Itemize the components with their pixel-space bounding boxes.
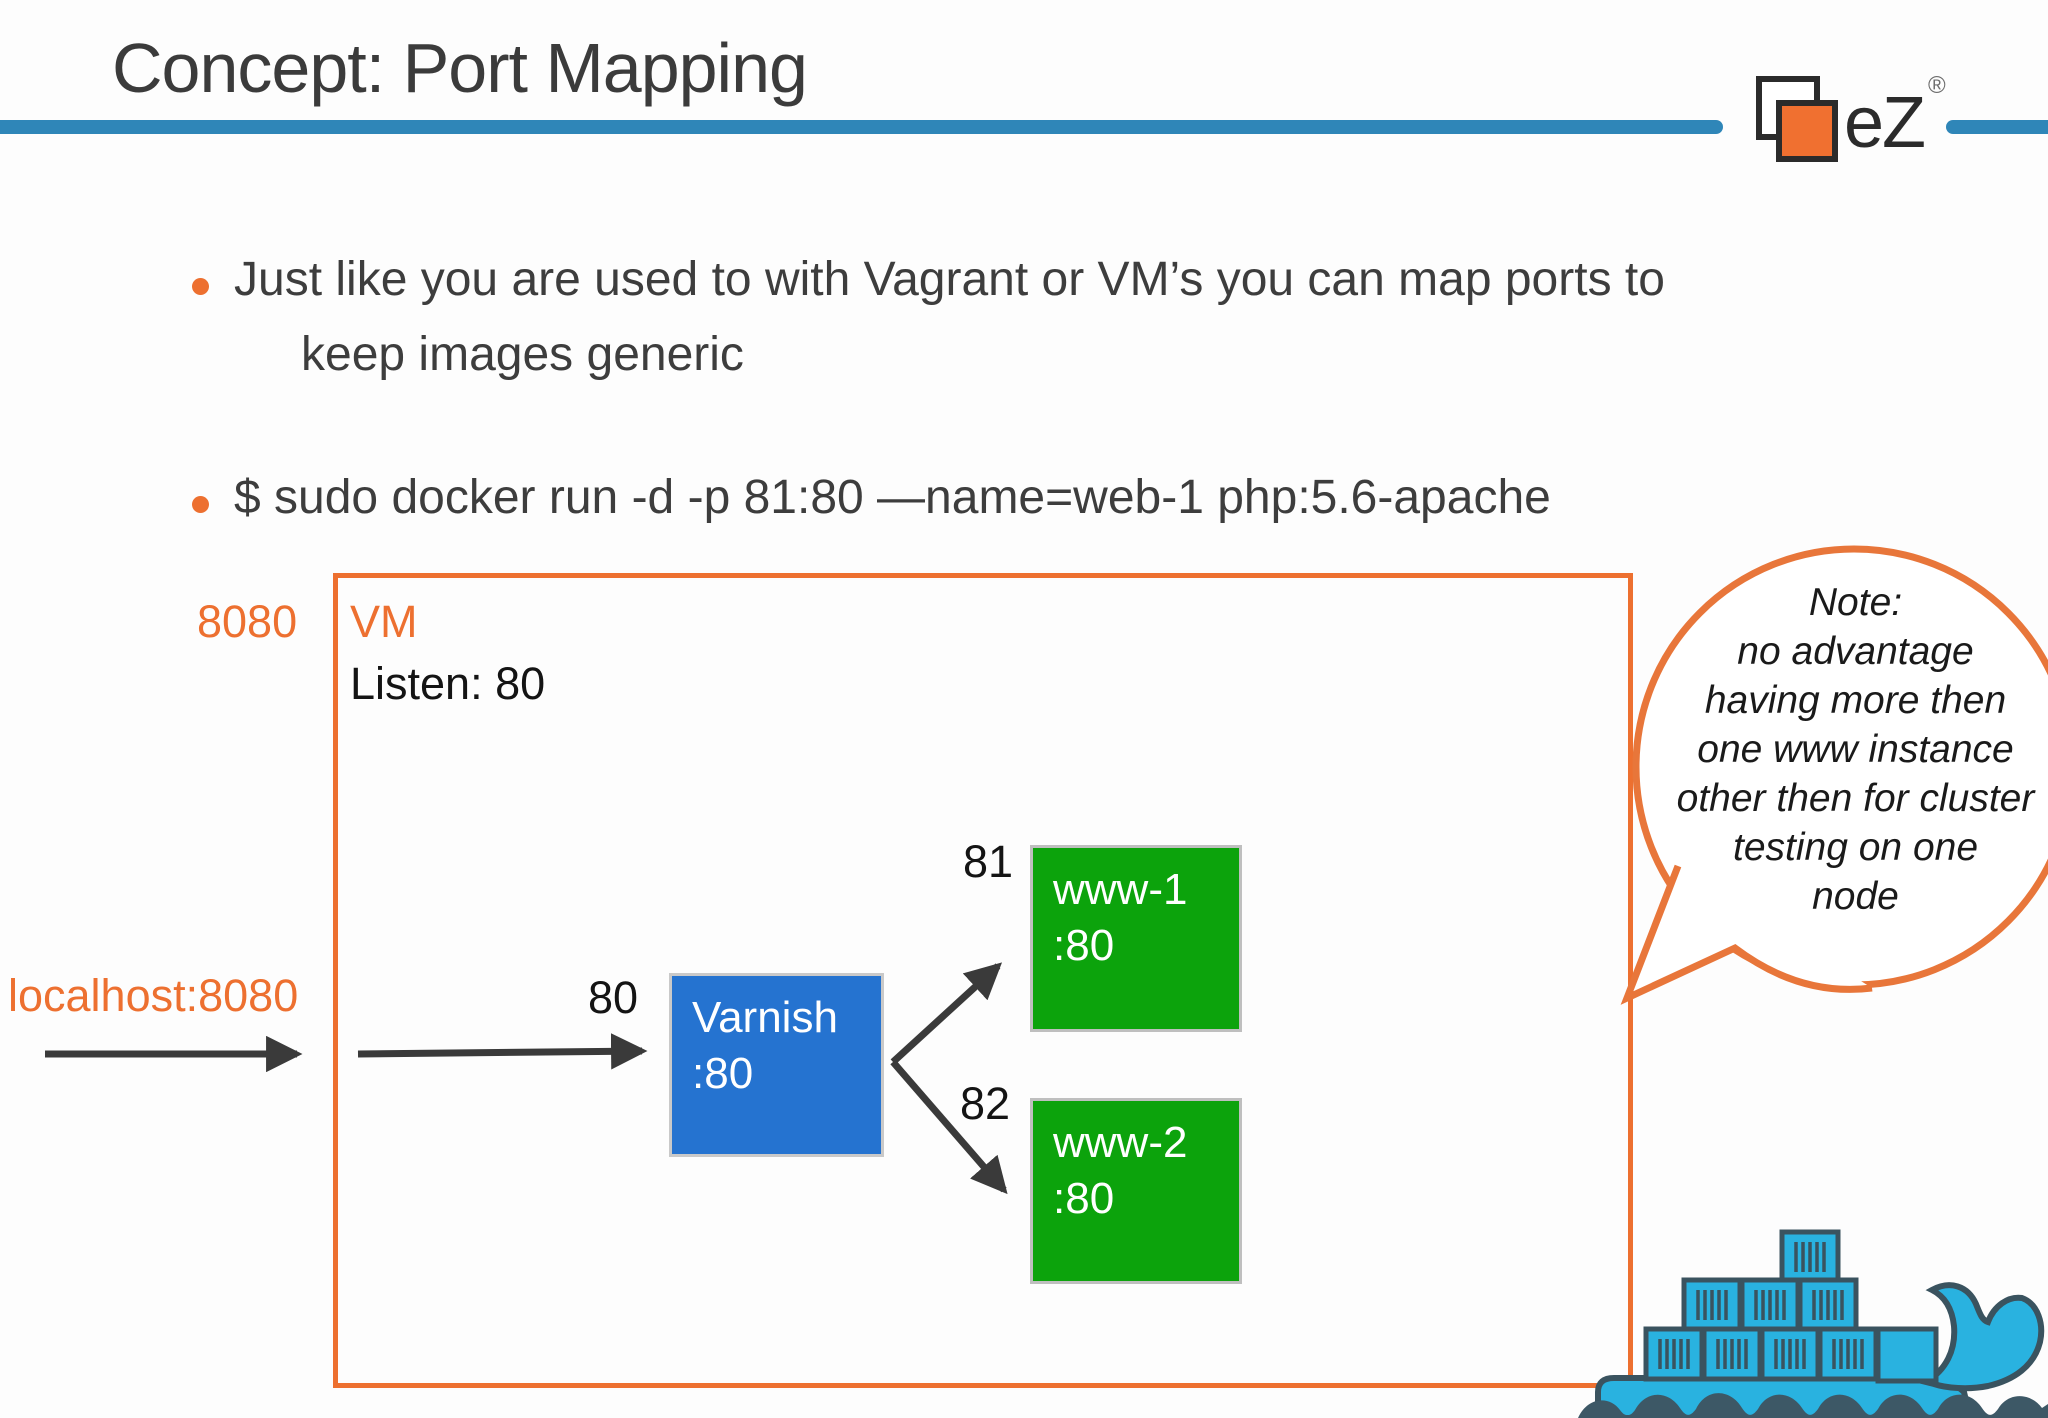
header-rule-right: [1946, 120, 2048, 134]
www1-port: :80: [1053, 921, 1115, 970]
ez-logo-orange-square-icon: [1776, 100, 1838, 162]
bullet-1-line-1: Just like you are used to with Vagrant o…: [234, 253, 1665, 306]
varnish-port-80-label: 80: [588, 972, 639, 1023]
note-line: one www instance: [1697, 728, 2014, 771]
vm-label: VM: [350, 596, 418, 647]
header-rule-left: [0, 120, 1723, 134]
bullet-2-line-1: $ sudo docker run -d -p 81:80 —name=web-…: [234, 471, 1551, 524]
www1-port-81-label: 81: [963, 836, 1014, 887]
varnish-node: Varnish :80: [669, 973, 884, 1157]
varnish-port: :80: [692, 1049, 754, 1098]
whale-tail: [1918, 1282, 2045, 1392]
varnish-name: Varnish: [692, 993, 838, 1042]
ez-logo: eZ ®: [1750, 68, 1990, 168]
whale-waves: [1578, 1393, 2048, 1418]
note-line: testing on one: [1732, 826, 1979, 869]
bullet-1-line-2: keep images generic: [301, 328, 744, 381]
www2-node: www-2 :80: [1030, 1098, 1242, 1284]
www2-port: :80: [1053, 1174, 1115, 1223]
ez-logo-text: eZ: [1844, 83, 1926, 163]
note-line: having more then: [1704, 679, 2007, 722]
host-port-label: 8080: [197, 596, 298, 647]
note-line: other then for cluster: [1676, 777, 2035, 820]
bullet-dot: [192, 278, 209, 295]
arrow-varnish-to-www1: [890, 962, 1003, 1065]
vm-listen-label: Listen: 80: [350, 658, 546, 709]
container-stack: [1643, 1229, 1939, 1384]
www2-port-82-label: 82: [960, 1078, 1011, 1129]
registered-mark: ®: [1928, 72, 1946, 99]
localhost-label: localhost:8080: [8, 970, 299, 1021]
page-title: Concept: Port Mapping: [112, 29, 808, 107]
container-stripes: [1658, 1242, 1864, 1369]
www1-name: www-1: [1053, 865, 1188, 914]
note-line: Note:: [1808, 581, 1903, 624]
note-line: node: [1812, 875, 1899, 918]
arrow-vm-to-varnish: [357, 1033, 648, 1070]
note-line: no advantage: [1737, 630, 1974, 673]
note-text: Note: no advantage having more then one …: [1648, 578, 2048, 921]
arrow-varnish-to-www2: [890, 1059, 1008, 1195]
docker-whale-icon: [1578, 1229, 2048, 1418]
bullet-dot: [192, 496, 209, 513]
www2-name: www-2: [1053, 1118, 1188, 1167]
www1-node: www-1 :80: [1030, 845, 1242, 1032]
note-bubble-tail: [1620, 864, 1873, 1005]
